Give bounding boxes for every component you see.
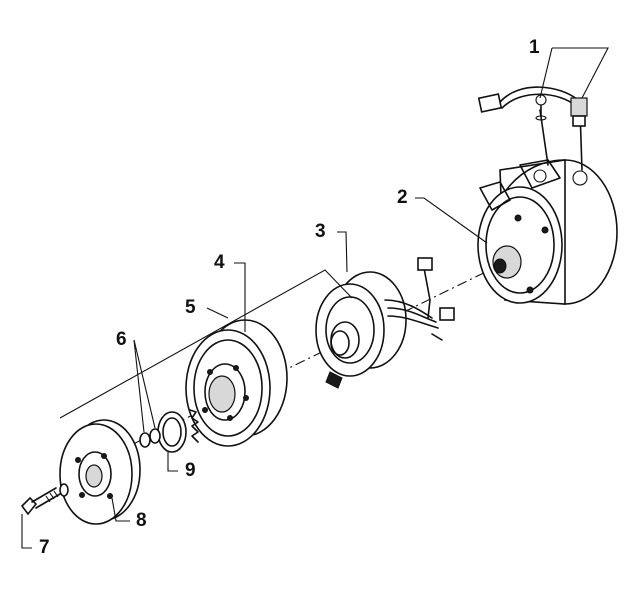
sensor-harness xyxy=(477,86,588,127)
leader-lines xyxy=(21,47,609,549)
callout-2: 2 xyxy=(397,187,408,208)
bolt xyxy=(20,483,69,516)
pulley xyxy=(185,319,288,447)
field-coil xyxy=(315,257,455,389)
callout-5: 5 xyxy=(185,297,196,318)
callout-9: 9 xyxy=(185,460,196,481)
shims xyxy=(139,428,161,448)
callout-4: 4 xyxy=(214,252,225,273)
compressor-body xyxy=(477,109,618,305)
callout-7: 7 xyxy=(39,537,50,558)
armature-plate xyxy=(59,419,141,525)
callout-8: 8 xyxy=(136,510,147,531)
callout-3: 3 xyxy=(315,221,326,242)
callout-1: 1 xyxy=(529,37,540,58)
callout-6: 6 xyxy=(116,329,127,350)
